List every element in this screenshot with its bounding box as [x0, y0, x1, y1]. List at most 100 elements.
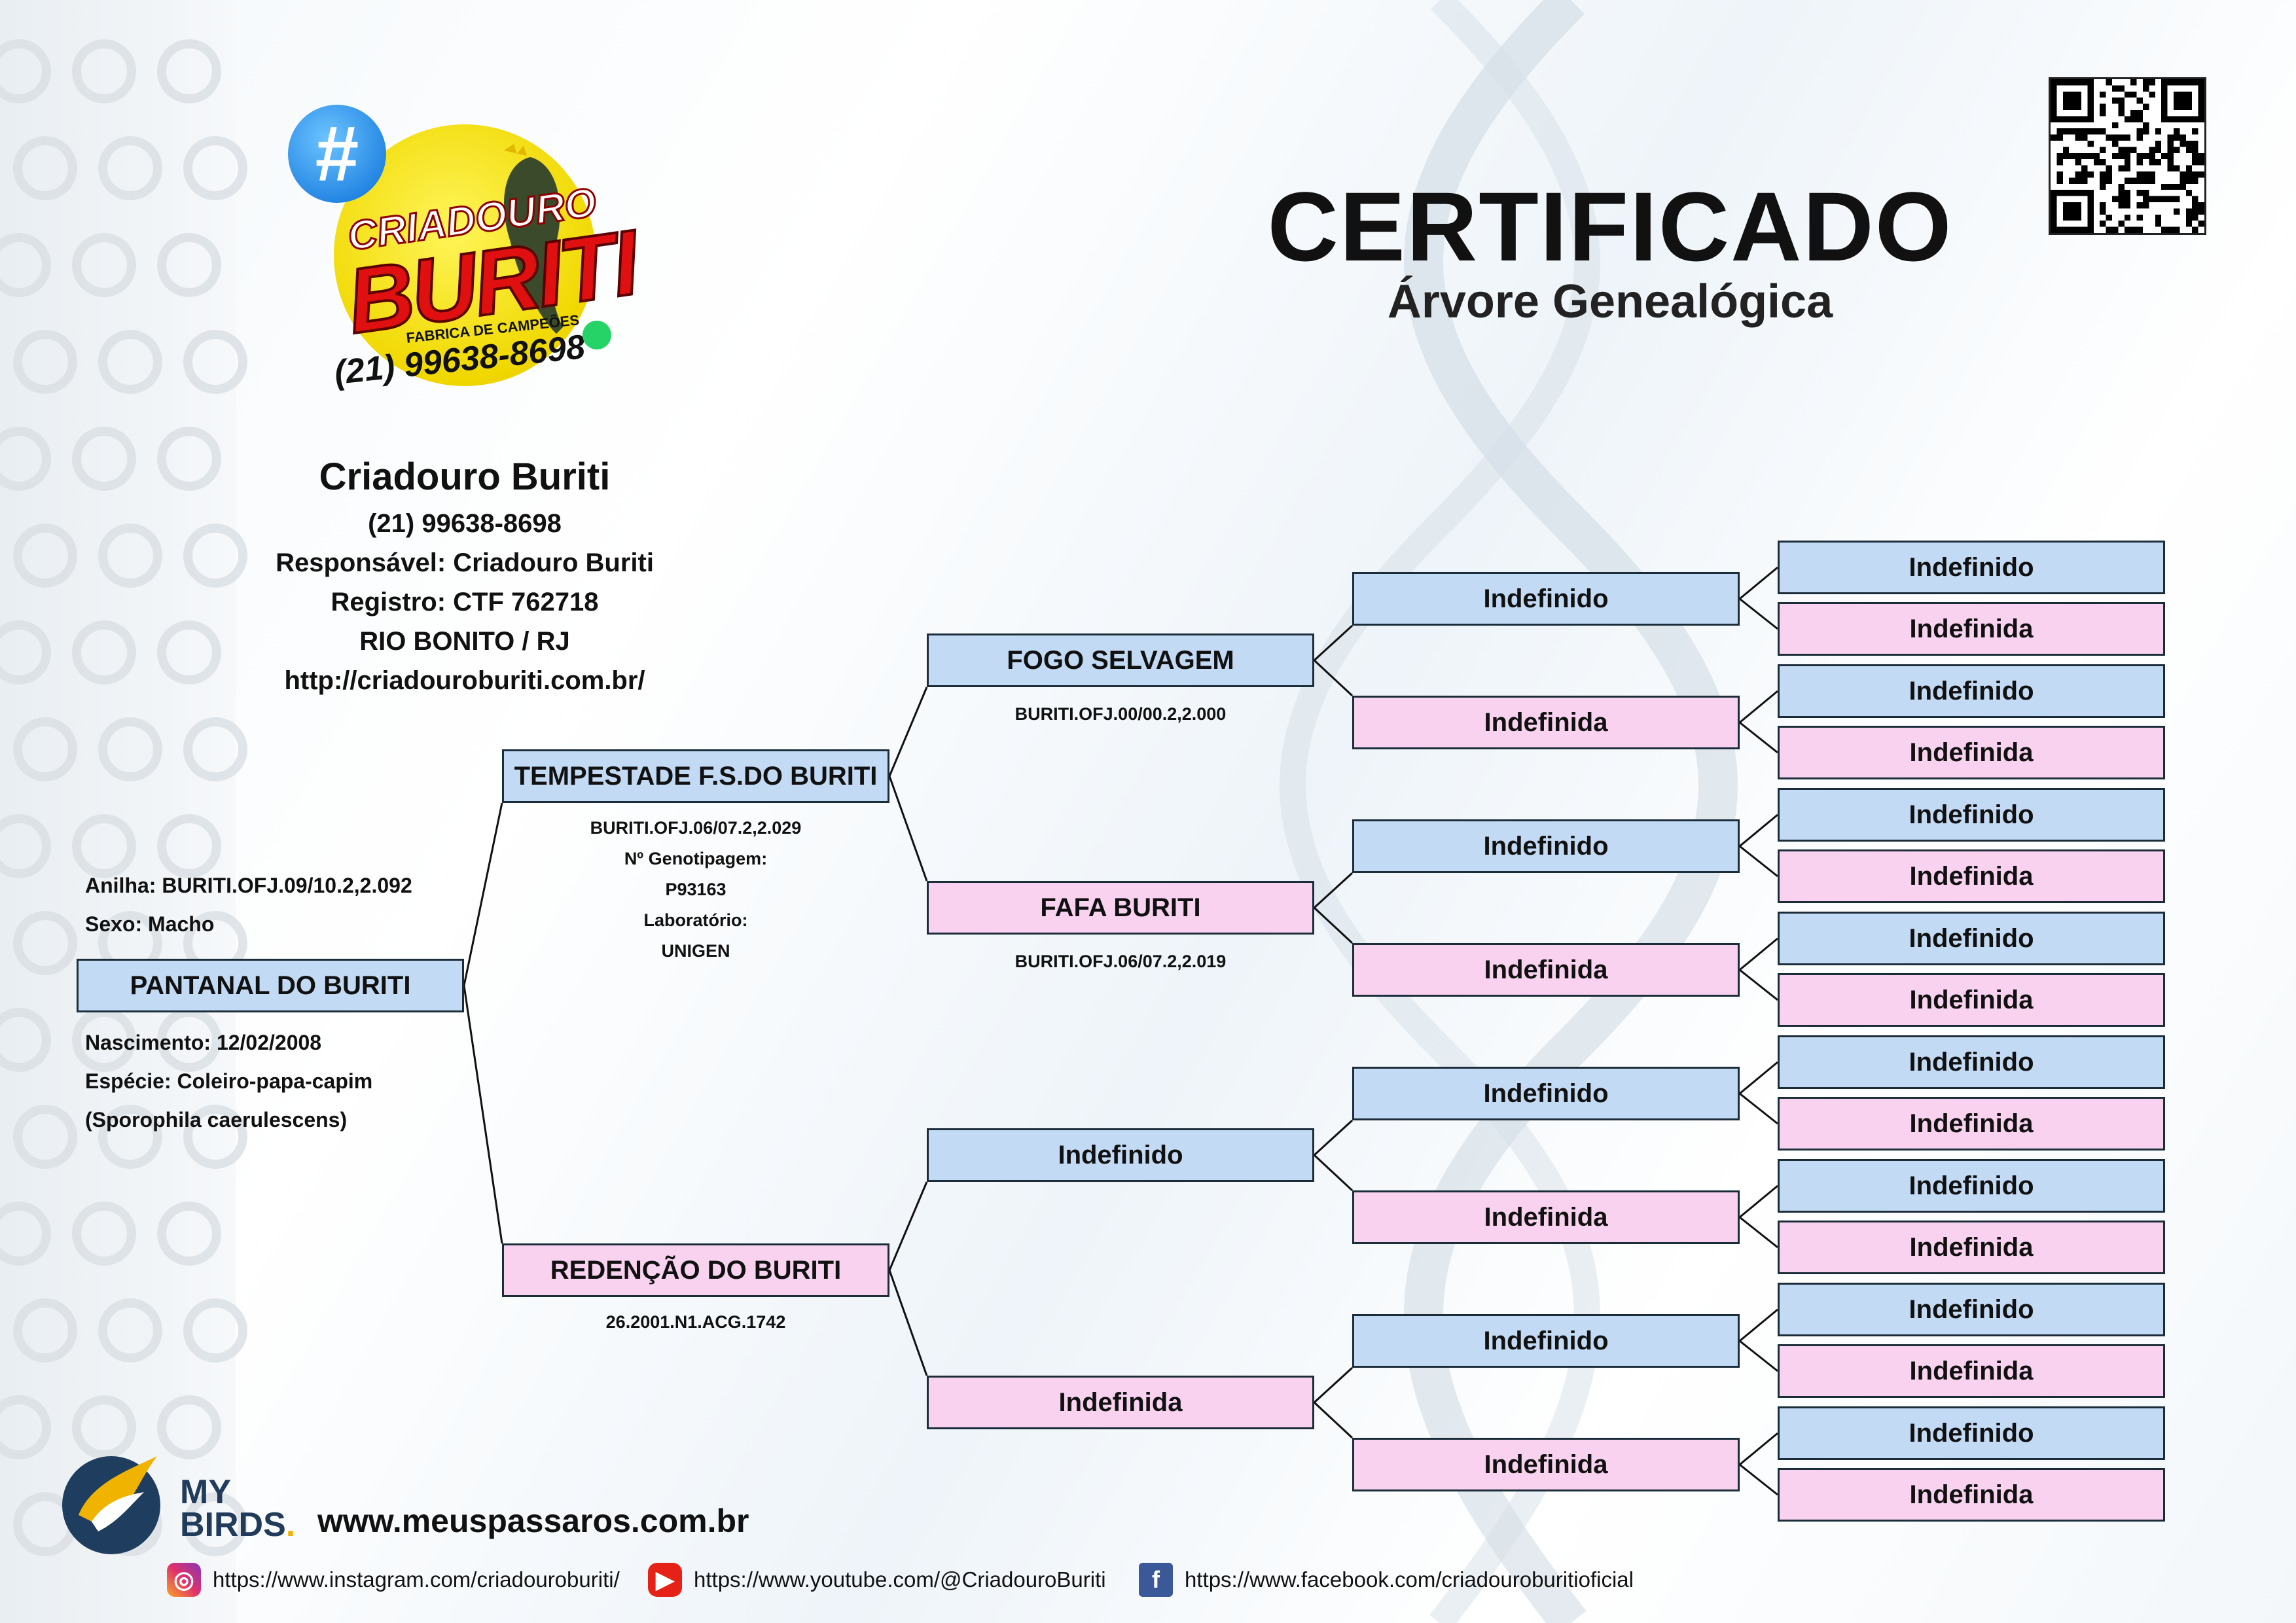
qr-module — [2100, 202, 2106, 209]
great-grandparent-8-box: Indefinida — [1352, 1438, 1740, 1491]
qr-module — [2075, 128, 2081, 135]
qr-module — [2130, 147, 2137, 153]
qr-module — [2192, 141, 2198, 147]
qr-module — [2124, 165, 2131, 171]
grandparent-1-ring: BURITI.OFJ.00/00.2,2.000 — [1014, 704, 1227, 724]
qr-module — [2185, 221, 2193, 227]
qr-module — [2062, 128, 2070, 135]
mybirds-logo-icon — [62, 1456, 160, 1554]
gg-grandparent-9-box: Indefinido — [1778, 1035, 2165, 1089]
background-swirl-icon — [98, 524, 162, 588]
qr-module — [2167, 141, 2174, 147]
qr-module — [2100, 183, 2106, 190]
facebook-url: https://www.facebook.com/criadouroburiti… — [1185, 1567, 1634, 1592]
qr-module — [2136, 159, 2143, 166]
father-box: TEMPESTADE F.S.DO BURITI — [502, 749, 889, 803]
qr-module — [2056, 177, 2063, 184]
qr-module — [2062, 147, 2070, 153]
father-lab: UNIGEN — [661, 941, 730, 961]
connector-line — [463, 802, 503, 986]
youtube-link[interactable]: ▶ https://www.youtube.com/@CriadouroBuri… — [648, 1563, 1106, 1597]
bird-species: Espécie: Coleiro-papa-capim — [85, 1069, 373, 1093]
facebook-link[interactable]: f https://www.facebook.com/criadouroburi… — [1139, 1563, 1634, 1597]
criadouro-buriti-logo: # CRIADOURO BURITI FABRICA DE CAMPEÕES (… — [281, 98, 648, 399]
connector-line — [1313, 1119, 1354, 1156]
qr-module — [2118, 165, 2125, 171]
mother-ring: 26.2001.N1.ACG.1742 — [605, 1312, 786, 1332]
qr-module — [2192, 171, 2198, 178]
background-swirl-icon — [183, 717, 247, 781]
qr-module — [2192, 226, 2198, 233]
grandparent-1-box: FOGO SELVAGEM — [927, 633, 1314, 687]
qr-module — [2130, 110, 2137, 116]
qr-module — [2118, 221, 2125, 227]
qr-module — [2167, 226, 2174, 233]
background-swirl-icon — [72, 814, 136, 878]
qr-module — [2179, 141, 2186, 147]
connector-line — [463, 985, 503, 1244]
qr-module — [2155, 214, 2162, 221]
qr-module — [2075, 159, 2081, 166]
qr-module — [2149, 91, 2155, 98]
qr-pattern — [2051, 79, 2204, 233]
qr-module — [2100, 103, 2106, 110]
instagram-link[interactable]: ◎ https://www.instagram.com/criadourobur… — [167, 1563, 620, 1597]
father-lab-label: Laboratório: — [643, 910, 748, 930]
qr-module — [2149, 171, 2155, 178]
gg-grandparent-7-box: Indefinido — [1778, 912, 2165, 965]
qr-module — [2075, 134, 2081, 141]
background-swirl-icon — [13, 136, 77, 200]
qr-module — [2087, 152, 2094, 160]
qr-module — [2136, 98, 2143, 104]
facebook-icon: f — [1139, 1563, 1173, 1597]
qr-module — [2174, 183, 2180, 190]
qr-module — [2143, 152, 2149, 160]
qr-module — [2106, 79, 2112, 86]
bird-name-box: PANTANAL DO BURITI — [77, 959, 464, 1012]
qr-module — [2087, 141, 2094, 147]
qr-module — [2136, 214, 2143, 221]
qr-module — [2198, 152, 2204, 160]
qr-module — [2056, 134, 2063, 141]
qr-module — [2136, 177, 2143, 184]
background-swirl-icon — [0, 39, 51, 103]
qr-module — [2112, 226, 2119, 233]
qr-module — [2192, 196, 2198, 202]
qr-module — [2100, 110, 2106, 116]
qr-module — [2093, 159, 2100, 166]
qr-module — [2198, 159, 2204, 166]
qr-module — [2112, 196, 2119, 202]
qr-module — [2124, 202, 2131, 209]
grandparent-4-box: Indefinida — [927, 1376, 1314, 1429]
qr-module — [2185, 147, 2193, 153]
qr-module — [2118, 110, 2125, 116]
qr-module — [2167, 196, 2174, 202]
qr-module — [2179, 171, 2186, 178]
qr-module — [2106, 134, 2112, 141]
qr-module — [2155, 141, 2162, 147]
background-swirl-icon — [13, 911, 77, 975]
connector-line — [1313, 906, 1354, 944]
hashtag-icon: # — [288, 105, 386, 203]
qr-module — [2161, 226, 2168, 233]
qr-module — [2112, 134, 2119, 141]
qr-module — [2185, 208, 2193, 215]
qr-module — [2069, 128, 2075, 135]
background-swirl-icon — [0, 427, 51, 491]
qr-module — [2100, 171, 2106, 178]
qr-module — [2143, 85, 2149, 92]
background-swirl-icon — [0, 620, 51, 685]
qr-module — [2087, 128, 2094, 135]
bird-scientific-name: (Sporophila caerulescens) — [85, 1108, 348, 1132]
qr-module — [2056, 152, 2063, 160]
great-grandparent-2-box: Indefinida — [1352, 696, 1740, 749]
qr-module — [2112, 141, 2119, 147]
qr-module — [2174, 91, 2193, 110]
father-genotype: P93163 — [665, 880, 726, 899]
bird-icon — [504, 144, 563, 334]
qr-module — [2081, 134, 2088, 141]
breeder-website[interactable]: http://criadouroburiti.com.br/ — [284, 666, 645, 695]
instagram-icon: ◎ — [167, 1563, 201, 1597]
qr-module — [2185, 165, 2193, 171]
footer-website[interactable]: www.meuspassaros.com.br — [317, 1503, 749, 1539]
